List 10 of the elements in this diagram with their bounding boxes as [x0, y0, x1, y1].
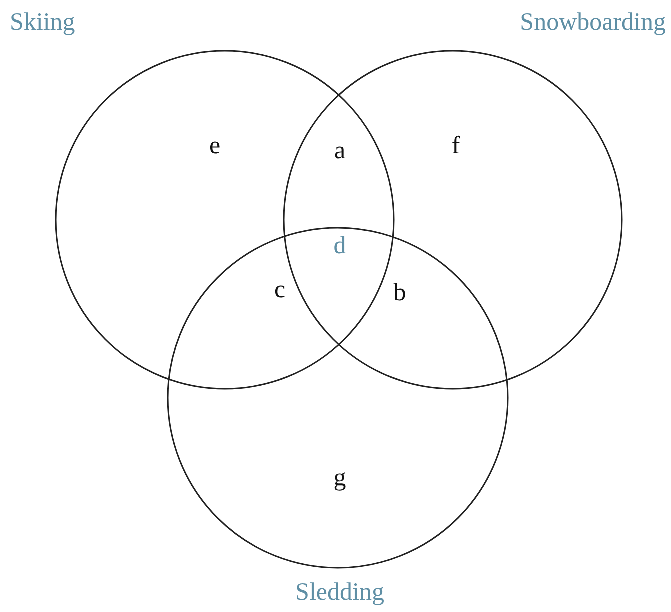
region-label: a — [334, 138, 346, 164]
region-label: g — [334, 466, 346, 490]
region-label: f — [452, 134, 460, 158]
region-label: b — [394, 280, 406, 306]
set-label: Skiing — [10, 10, 76, 35]
set-label: Snowboarding — [520, 10, 666, 35]
set-label: Sledding — [296, 580, 384, 605]
region-label: e — [209, 134, 221, 158]
region-label: c — [274, 278, 286, 302]
region-label: d — [334, 234, 346, 258]
